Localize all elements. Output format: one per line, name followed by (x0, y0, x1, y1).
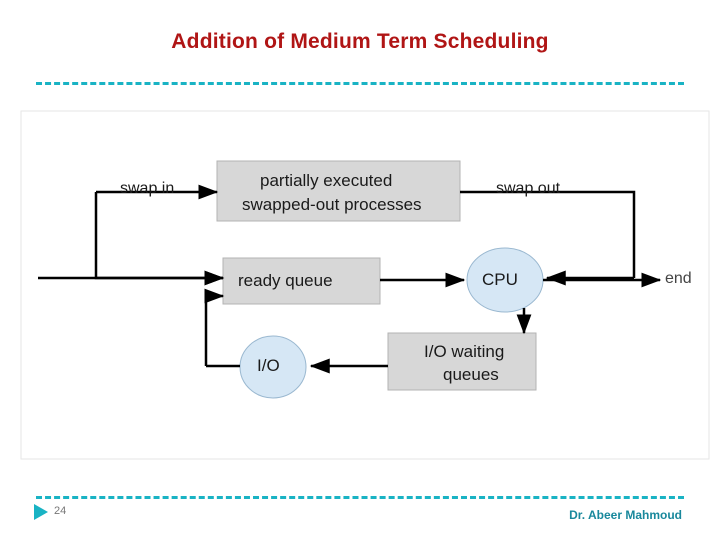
node-io-waiting-queues (387, 332, 537, 391)
label-end: end (665, 270, 692, 287)
bottom-divider (36, 496, 684, 499)
footer-triangle-icon (34, 504, 48, 520)
author-name: Dr. Abeer Mahmoud (569, 508, 682, 522)
label-ready-queue: ready queue (238, 271, 333, 290)
label-partially-executed-line1: partially executed (260, 171, 393, 190)
diagram-svg (20, 110, 710, 460)
label-partially-executed-line2: swapped-out processes (242, 195, 422, 214)
scheduling-diagram: swap in swap out end partially executed … (20, 110, 710, 460)
slide-number: 24 (54, 505, 67, 517)
label-swap-out: swap out (496, 180, 561, 197)
label-swap-in: swap in (120, 180, 175, 197)
label-io-waiting-line1: I/O waiting (424, 342, 505, 361)
node-ready-queue (222, 257, 381, 305)
node-partially-executed (216, 160, 461, 222)
label-io: I/O (257, 356, 280, 375)
page-title: Addition of Medium Term Scheduling (171, 30, 549, 53)
top-divider (36, 82, 684, 85)
label-io-waiting-line2: queues (443, 365, 499, 384)
label-cpu: CPU (482, 270, 518, 289)
